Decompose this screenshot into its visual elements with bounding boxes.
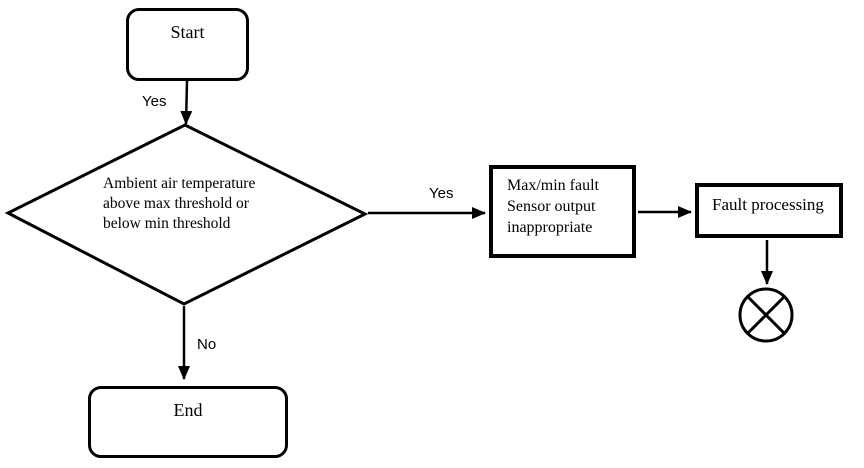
fault-label-line-2: Sensor output bbox=[507, 198, 596, 215]
fault-label-line-3: inappropriate bbox=[507, 219, 593, 236]
edge-label-yes-decision-to-fault: Yes bbox=[429, 185, 454, 202]
fault-label-line-1: Max/min fault bbox=[507, 177, 599, 194]
fault-processing-node: Fault processing bbox=[695, 183, 843, 238]
edge-label-no-decision-to-end: No bbox=[197, 336, 217, 353]
end-node: End bbox=[88, 386, 288, 458]
decision-node-label: Ambient air temperature above max thresh… bbox=[103, 174, 283, 234]
start-label: Start bbox=[170, 22, 205, 42]
maxmin-fault-node: Max/min fault Sensor output inappropriat… bbox=[489, 165, 636, 258]
edge-label-yes-start-to-decision: Yes bbox=[142, 93, 167, 110]
decision-label-line-1: Ambient air temperature bbox=[103, 175, 256, 192]
arrow-start-to-decision bbox=[180, 80, 193, 125]
end-label: End bbox=[173, 400, 203, 420]
maxmin-fault-label: Max/min fault Sensor output inappropriat… bbox=[507, 175, 599, 238]
start-node: Start bbox=[126, 8, 249, 81]
fault-processing-label: Fault processing bbox=[712, 195, 824, 214]
decision-diamond-shape bbox=[4, 123, 369, 306]
decision-label-line-3: below min threshold bbox=[103, 215, 231, 232]
circle-x-icon bbox=[738, 287, 794, 343]
decision-label-line-2: above max threshold or bbox=[103, 195, 249, 212]
